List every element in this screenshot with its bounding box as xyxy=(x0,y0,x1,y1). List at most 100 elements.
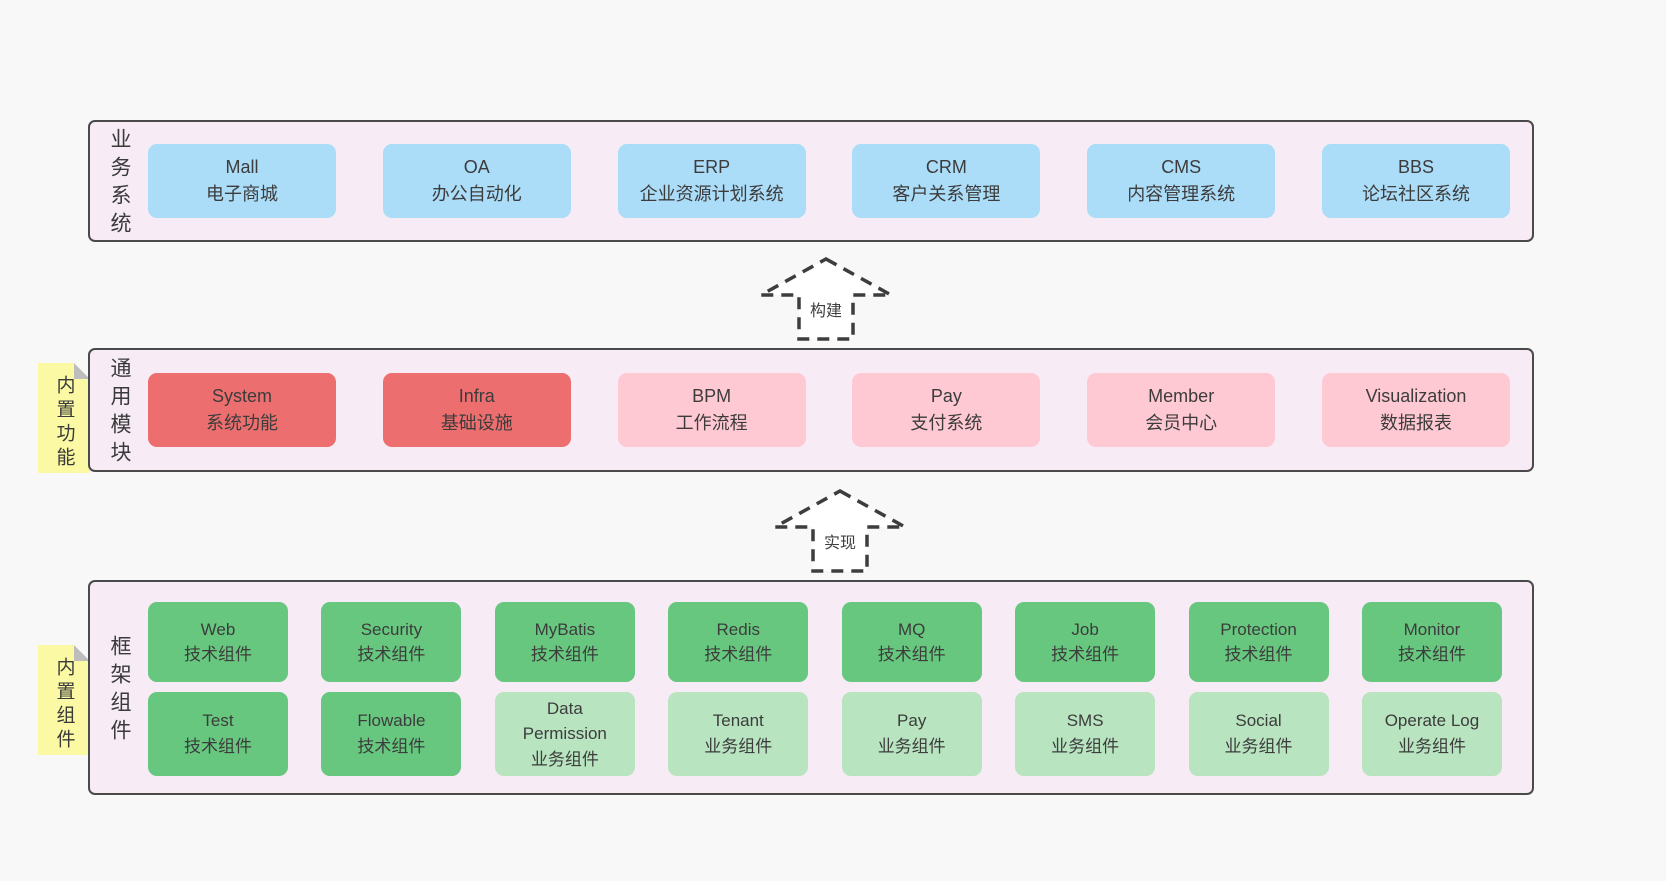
box-subtitle: 技术组件 xyxy=(704,645,773,664)
system-box-crm: CRM 客户关系管理 xyxy=(852,144,1041,218)
module-box-member: Member 会员中心 xyxy=(1087,373,1276,447)
system-box-bbs: BBS 论坛社区系统 xyxy=(1321,144,1510,218)
sticky-text: 内置功能 xyxy=(53,375,75,471)
box-title: Flowable xyxy=(357,711,426,731)
box-title: CMS xyxy=(1161,157,1202,177)
box-subtitle: 办公自动化 xyxy=(431,184,522,204)
box-title: Visualization xyxy=(1365,386,1467,406)
sticky-text: 内置组件 xyxy=(53,657,75,753)
module-box-infra: Infra 基础设施 xyxy=(382,373,571,447)
sticky-note-builtin-components: 内置组件 xyxy=(38,645,90,755)
box-title: Social xyxy=(1235,711,1282,731)
box-subtitle: 会员中心 xyxy=(1145,413,1218,433)
box-title: Security xyxy=(360,619,423,639)
box-title: Pay xyxy=(897,711,927,731)
box-title: OA xyxy=(463,157,490,177)
box-title: Pay xyxy=(930,386,962,406)
business-systems-layer: 业务系统 Mall 电子商城 OA 办公自动化 ERP 企业资源计划系统 CRM… xyxy=(88,120,1534,242)
box-title: Operate Log xyxy=(1384,711,1480,731)
box-subtitle: 系统功能 xyxy=(206,413,278,433)
box-title: Member xyxy=(1148,386,1215,406)
component-box-pay: Pay 业务组件 xyxy=(841,691,982,776)
box-title: CRM xyxy=(925,157,967,177)
box-title: Infra xyxy=(458,386,495,406)
component-box-sms: SMS 业务组件 xyxy=(1015,691,1156,776)
build-arrow: 构建 xyxy=(758,256,894,342)
framework-components-layer: 框架组件 Web 技术组件 Security 技术组件 MyBatis 技术组件… xyxy=(88,580,1534,795)
box-subtitle: 基础设施 xyxy=(440,413,513,433)
component-box-data-permission: Data Permission 业务组件 xyxy=(494,691,635,776)
box-title: Protection xyxy=(1220,619,1297,639)
component-box-monitor: Monitor 技术组件 xyxy=(1361,602,1502,682)
component-box-web: Web 技术组件 xyxy=(148,602,288,682)
framework-row-2: Test 技术组件 Flowable 技术组件 Data Permission … xyxy=(148,691,1502,776)
box-subtitle: 企业资源计划系统 xyxy=(639,184,784,204)
box-title: SMS xyxy=(1066,711,1104,731)
box-subtitle: 技术组件 xyxy=(877,645,946,664)
box-title: Job xyxy=(1071,619,1099,639)
module-box-system: System 系统功能 xyxy=(148,373,336,447)
box-title: Data Permission xyxy=(522,698,607,744)
box-subtitle: 电子商城 xyxy=(206,184,278,204)
system-box-mall: Mall 电子商城 xyxy=(148,144,336,218)
component-box-tenant: Tenant 业务组件 xyxy=(668,691,809,776)
box-title: ERP xyxy=(693,157,731,177)
component-box-job: Job 技术组件 xyxy=(1015,602,1156,682)
arrow-label: 构建 xyxy=(805,296,847,322)
box-subtitle: 支付系统 xyxy=(910,413,983,433)
component-box-mq: MQ 技术组件 xyxy=(841,602,982,682)
box-subtitle: 技术组件 xyxy=(184,736,252,756)
box-subtitle: 技术组件 xyxy=(357,645,426,664)
arrow-label: 实现 xyxy=(819,528,861,554)
box-subtitle: 技术组件 xyxy=(1051,645,1120,664)
implement-arrow: 实现 xyxy=(772,488,908,574)
box-title: Redis xyxy=(716,619,760,639)
box-title: MQ xyxy=(897,619,926,639)
box-title: Web xyxy=(200,619,236,639)
box-title: BBS xyxy=(1397,157,1434,177)
box-subtitle: 技术组件 xyxy=(1397,645,1466,664)
box-subtitle: 数据报表 xyxy=(1379,413,1452,433)
box-title: Mall xyxy=(225,157,259,177)
common-modules-layer: 通用模块 System 系统功能 Infra 基础设施 BPM 工作流程 Pay… xyxy=(88,348,1534,472)
module-box-visualization: Visualization 数据报表 xyxy=(1321,373,1510,447)
box-subtitle: 技术组件 xyxy=(1224,645,1293,664)
box-subtitle: 业务组件 xyxy=(530,749,599,769)
box-title: Monitor xyxy=(1403,619,1461,639)
box-subtitle: 业务组件 xyxy=(1397,736,1466,756)
modules-layer-label: 通用模块 xyxy=(108,357,131,469)
box-title: BPM xyxy=(692,386,732,406)
business-layer-label: 业务系统 xyxy=(108,128,131,240)
box-title: System xyxy=(211,386,272,406)
component-box-security: Security 技术组件 xyxy=(321,602,462,682)
business-boxes-row: Mall 电子商城 OA 办公自动化 ERP 企业资源计划系统 CRM 客户关系… xyxy=(148,122,1532,240)
sticky-note-builtin-features: 内置功能 xyxy=(38,363,90,473)
box-subtitle: 技术组件 xyxy=(530,645,599,664)
component-box-mybatis: MyBatis 技术组件 xyxy=(494,602,635,682)
module-box-bpm: BPM 工作流程 xyxy=(617,373,806,447)
system-box-erp: ERP 企业资源计划系统 xyxy=(617,144,806,218)
framework-grid: Web 技术组件 Security 技术组件 MyBatis 技术组件 Redi… xyxy=(148,582,1532,793)
box-subtitle: 业务组件 xyxy=(1224,736,1293,756)
component-box-redis: Redis 技术组件 xyxy=(668,602,809,682)
component-box-social: Social 业务组件 xyxy=(1188,691,1329,776)
box-subtitle: 业务组件 xyxy=(704,736,773,756)
component-box-test: Test 技术组件 xyxy=(148,691,288,776)
box-subtitle: 内容管理系统 xyxy=(1127,184,1236,204)
framework-layer-label: 框架组件 xyxy=(108,634,131,747)
box-subtitle: 工作流程 xyxy=(675,413,748,433)
box-subtitle: 业务组件 xyxy=(1051,736,1120,756)
component-box-flowable: Flowable 技术组件 xyxy=(321,691,462,776)
system-box-oa: OA 办公自动化 xyxy=(382,144,571,218)
component-box-operate-log: Operate Log 业务组件 xyxy=(1361,691,1502,776)
box-title: Test xyxy=(202,711,234,731)
box-subtitle: 客户关系管理 xyxy=(892,184,1001,204)
box-subtitle: 技术组件 xyxy=(184,645,252,664)
framework-row-1: Web 技术组件 Security 技术组件 MyBatis 技术组件 Redi… xyxy=(148,602,1502,682)
modules-boxes-row: System 系统功能 Infra 基础设施 BPM 工作流程 Pay 支付系统… xyxy=(148,350,1532,470)
component-box-protection: Protection 技术组件 xyxy=(1188,602,1329,682)
module-box-pay: Pay 支付系统 xyxy=(852,373,1041,447)
box-subtitle: 技术组件 xyxy=(357,736,426,756)
box-title: MyBatis xyxy=(534,619,596,639)
box-subtitle: 业务组件 xyxy=(877,736,946,756)
